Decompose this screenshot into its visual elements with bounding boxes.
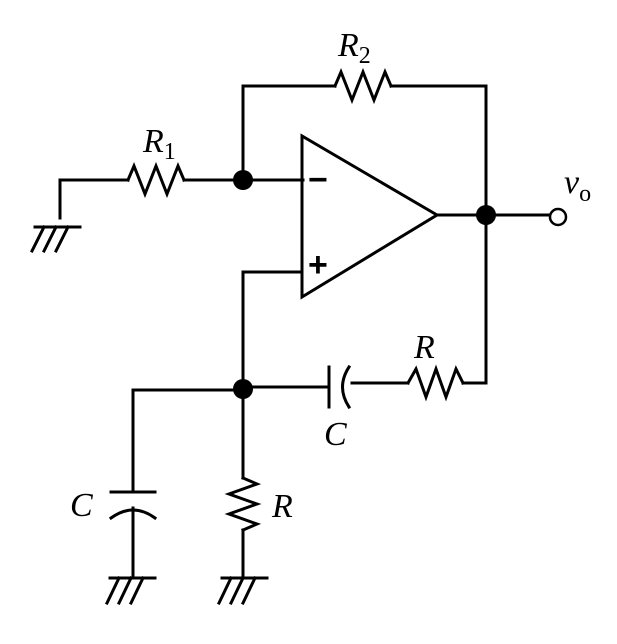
shunt-resistor-branch	[224, 385, 262, 580]
output-label: vo	[564, 164, 591, 207]
shunt-capacitor-branch	[108, 388, 245, 580]
opamp-triangle	[300, 133, 440, 300]
series-resistor-label: R	[413, 329, 435, 366]
opamp-inverting-sign: −	[308, 161, 328, 199]
shunt-resistor-label: R	[271, 488, 293, 525]
junction-dot-output	[476, 205, 496, 225]
noninverting-input-wire	[241, 270, 304, 389]
ground-icon	[104, 575, 157, 606]
shunt-capacitor-label: C	[70, 487, 93, 524]
output-terminal	[548, 207, 568, 227]
opamp-noninverting-sign: +	[308, 246, 328, 284]
ground-icon	[216, 575, 269, 606]
r2-label: R2	[337, 27, 371, 69]
resistor-r1	[58, 161, 305, 220]
series-rc-branch	[241, 213, 488, 410]
junction-dot-inverting	[233, 170, 253, 190]
junction-dot-noninverting	[233, 379, 253, 399]
series-capacitor-label: C	[324, 416, 347, 453]
resistor-r2	[241, 67, 488, 217]
ground-icon	[29, 224, 82, 254]
r1-label: R1	[142, 123, 176, 165]
